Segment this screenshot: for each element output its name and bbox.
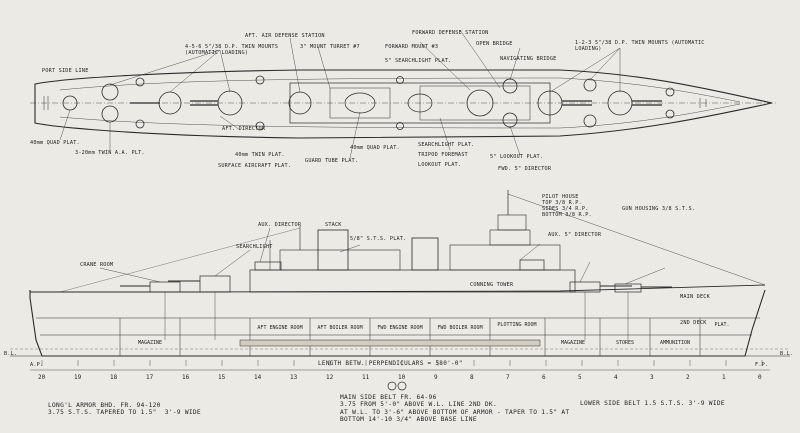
label-40mm-stern: 40mm QUAD PLAT.: [30, 140, 80, 146]
frame-number: 8: [470, 374, 474, 381]
label-searchlight-profile: SEARCHLIGHT: [236, 244, 273, 250]
label-40mm-twin: 40mm TWIN PLAT.: [235, 152, 285, 158]
frame-number: 3: [650, 374, 654, 381]
frame-number: 14: [254, 374, 262, 381]
frame-number: 20: [38, 374, 46, 381]
label-pilot-sides: SIDES 3/4 R.P.: [542, 206, 589, 212]
frame-number: 9: [434, 374, 438, 381]
room-aft-magazine: MAGAZINE: [137, 340, 163, 346]
label-pilot-bottom: BOTTOM 3/8 R.P.: [542, 212, 592, 218]
label-base-line-right: B.L.: [780, 351, 794, 357]
label-aft-5in-mounts: 4-5-6 5"/38 D.P. TWIN MOUNTS (AUTOMATIC …: [185, 44, 279, 56]
label-stack: STACK: [325, 222, 342, 228]
label-searchlight-plat: 5" SEARCHLIGHT PLAT.: [385, 58, 452, 64]
label-main-deck: MAIN DECK: [680, 294, 710, 300]
label-aux-director-fwd: AUX. 5" DIRECTOR: [548, 232, 602, 238]
frame-number: 5: [578, 374, 582, 381]
label-gun-housing: GUN HOUSING 3/8 S.T.S.: [622, 206, 696, 212]
label-aft-perp: A.P.: [30, 362, 44, 368]
label-aft-director-plan: AFT. DIRECTOR: [222, 126, 266, 132]
frame-number: 12: [326, 374, 334, 381]
frame-number: 11: [362, 374, 370, 381]
label-port-side: PORT SIDE LINE: [42, 68, 89, 74]
room-aft-engine: AFT ENGINE ROOM: [257, 325, 303, 331]
room-fwd-engine: FWD ENGINE ROOM: [377, 325, 423, 331]
room-plotting: PLOTTING ROOM: [497, 322, 537, 328]
label-guard-tube: GUARD TUBE PLAT.: [305, 158, 359, 164]
label-lookout-plat: LOOKOUT PLAT.: [418, 162, 462, 168]
room-stores: STORES: [615, 340, 635, 346]
length-between-perpendiculars: LENGTH BETW. PERPENDICULARS = 580'-0": [318, 360, 463, 367]
label-sts-plat: 5/8" S.T.S. PLAT.: [350, 236, 407, 242]
room-fwd-boiler: FWD BOILER ROOM: [437, 325, 483, 331]
frame-number: 17: [146, 374, 154, 381]
frame-number: 4: [614, 374, 618, 381]
note-longitudinal-armor: LONG'L ARMOR BHD. FR. 94-120 3.75 S.T.S.…: [48, 402, 201, 417]
label-fwd-perp: F.P.: [755, 362, 769, 368]
label-open-bridge: OPEN BRIDGE: [476, 41, 513, 47]
label-crane-room: CRANE ROOM: [80, 262, 114, 268]
frame-number: 18: [110, 374, 118, 381]
frame-number: 0: [758, 374, 762, 381]
label-fwd-5in-mounts: 1-2-3 5"/38 D.P. TWIN MOUNTS (AUTOMATIC …: [575, 40, 705, 52]
room-magazine: MAGAZINE: [560, 340, 586, 346]
note-main-side-belt: MAIN SIDE BELT FR. 64-96 3.75 FROM 5'-0"…: [340, 394, 570, 424]
label-forward-mount: FORWARD MOUNT #3: [385, 44, 439, 50]
label-searchlight-fwd: SEARCHLIGHT PLAT.: [418, 142, 475, 148]
label-pilot-top: TOP 3/8 R.P.: [542, 200, 582, 206]
label-base-line-left: B.L.: [4, 351, 18, 357]
label-20mm-aft: 3-20mm TWIN A.A. PLT.: [75, 150, 145, 156]
frame-number: 19: [74, 374, 82, 381]
label-2nd-deck: 2ND DECK: [680, 320, 707, 326]
frame-number: 10: [398, 374, 406, 381]
label-fwd-director-plan: FWD. 5" DIRECTOR: [498, 166, 552, 172]
label-main-battery-plan: 3" MOUNT TURRET #7: [300, 44, 360, 50]
label-forward-defense: FORWARD DEFENSE STATION: [412, 30, 489, 36]
frame-number: 7: [506, 374, 510, 381]
frame-number: 13: [290, 374, 298, 381]
label-surface-aircraft: SURFACE AIRCRAFT PLAT.: [218, 163, 292, 169]
note-lower-side-belt: LOWER SIDE BELT 1.5 S.T.S. 3'-9 WIDE: [580, 400, 725, 407]
frame-number: 15: [218, 374, 226, 381]
label-40mm-fwd: 40mm QUAD PLAT.: [350, 145, 400, 151]
frame-number: 1: [722, 374, 726, 381]
frame-number: 2: [686, 374, 690, 381]
room-plat: PLAT.: [714, 322, 730, 328]
label-5in-lookout: 5" LOOKOUT PLAT.: [490, 154, 544, 160]
label-navigating-bridge: NAVIGATING BRIDGE: [500, 56, 557, 62]
label-conning-tower: CONNING TOWER: [470, 282, 514, 288]
label-aft-air-defense: AFT. AIR DEFENSE STATION: [245, 33, 325, 39]
label-aux-director-aft: AUX. DIRECTOR: [258, 222, 302, 228]
frame-number: 6: [542, 374, 546, 381]
room-ammunition: AMMUNITION: [659, 340, 691, 346]
label-pilot-house: PILOT HOUSE: [542, 194, 579, 200]
label-tripod-foremast: TRIPOD FOREMAST: [418, 152, 468, 158]
room-aft-boiler: AFT BOILER ROOM: [317, 325, 363, 331]
profile-view: [10, 190, 790, 391]
plan-view: [30, 29, 778, 159]
frame-number: 16: [182, 374, 190, 381]
